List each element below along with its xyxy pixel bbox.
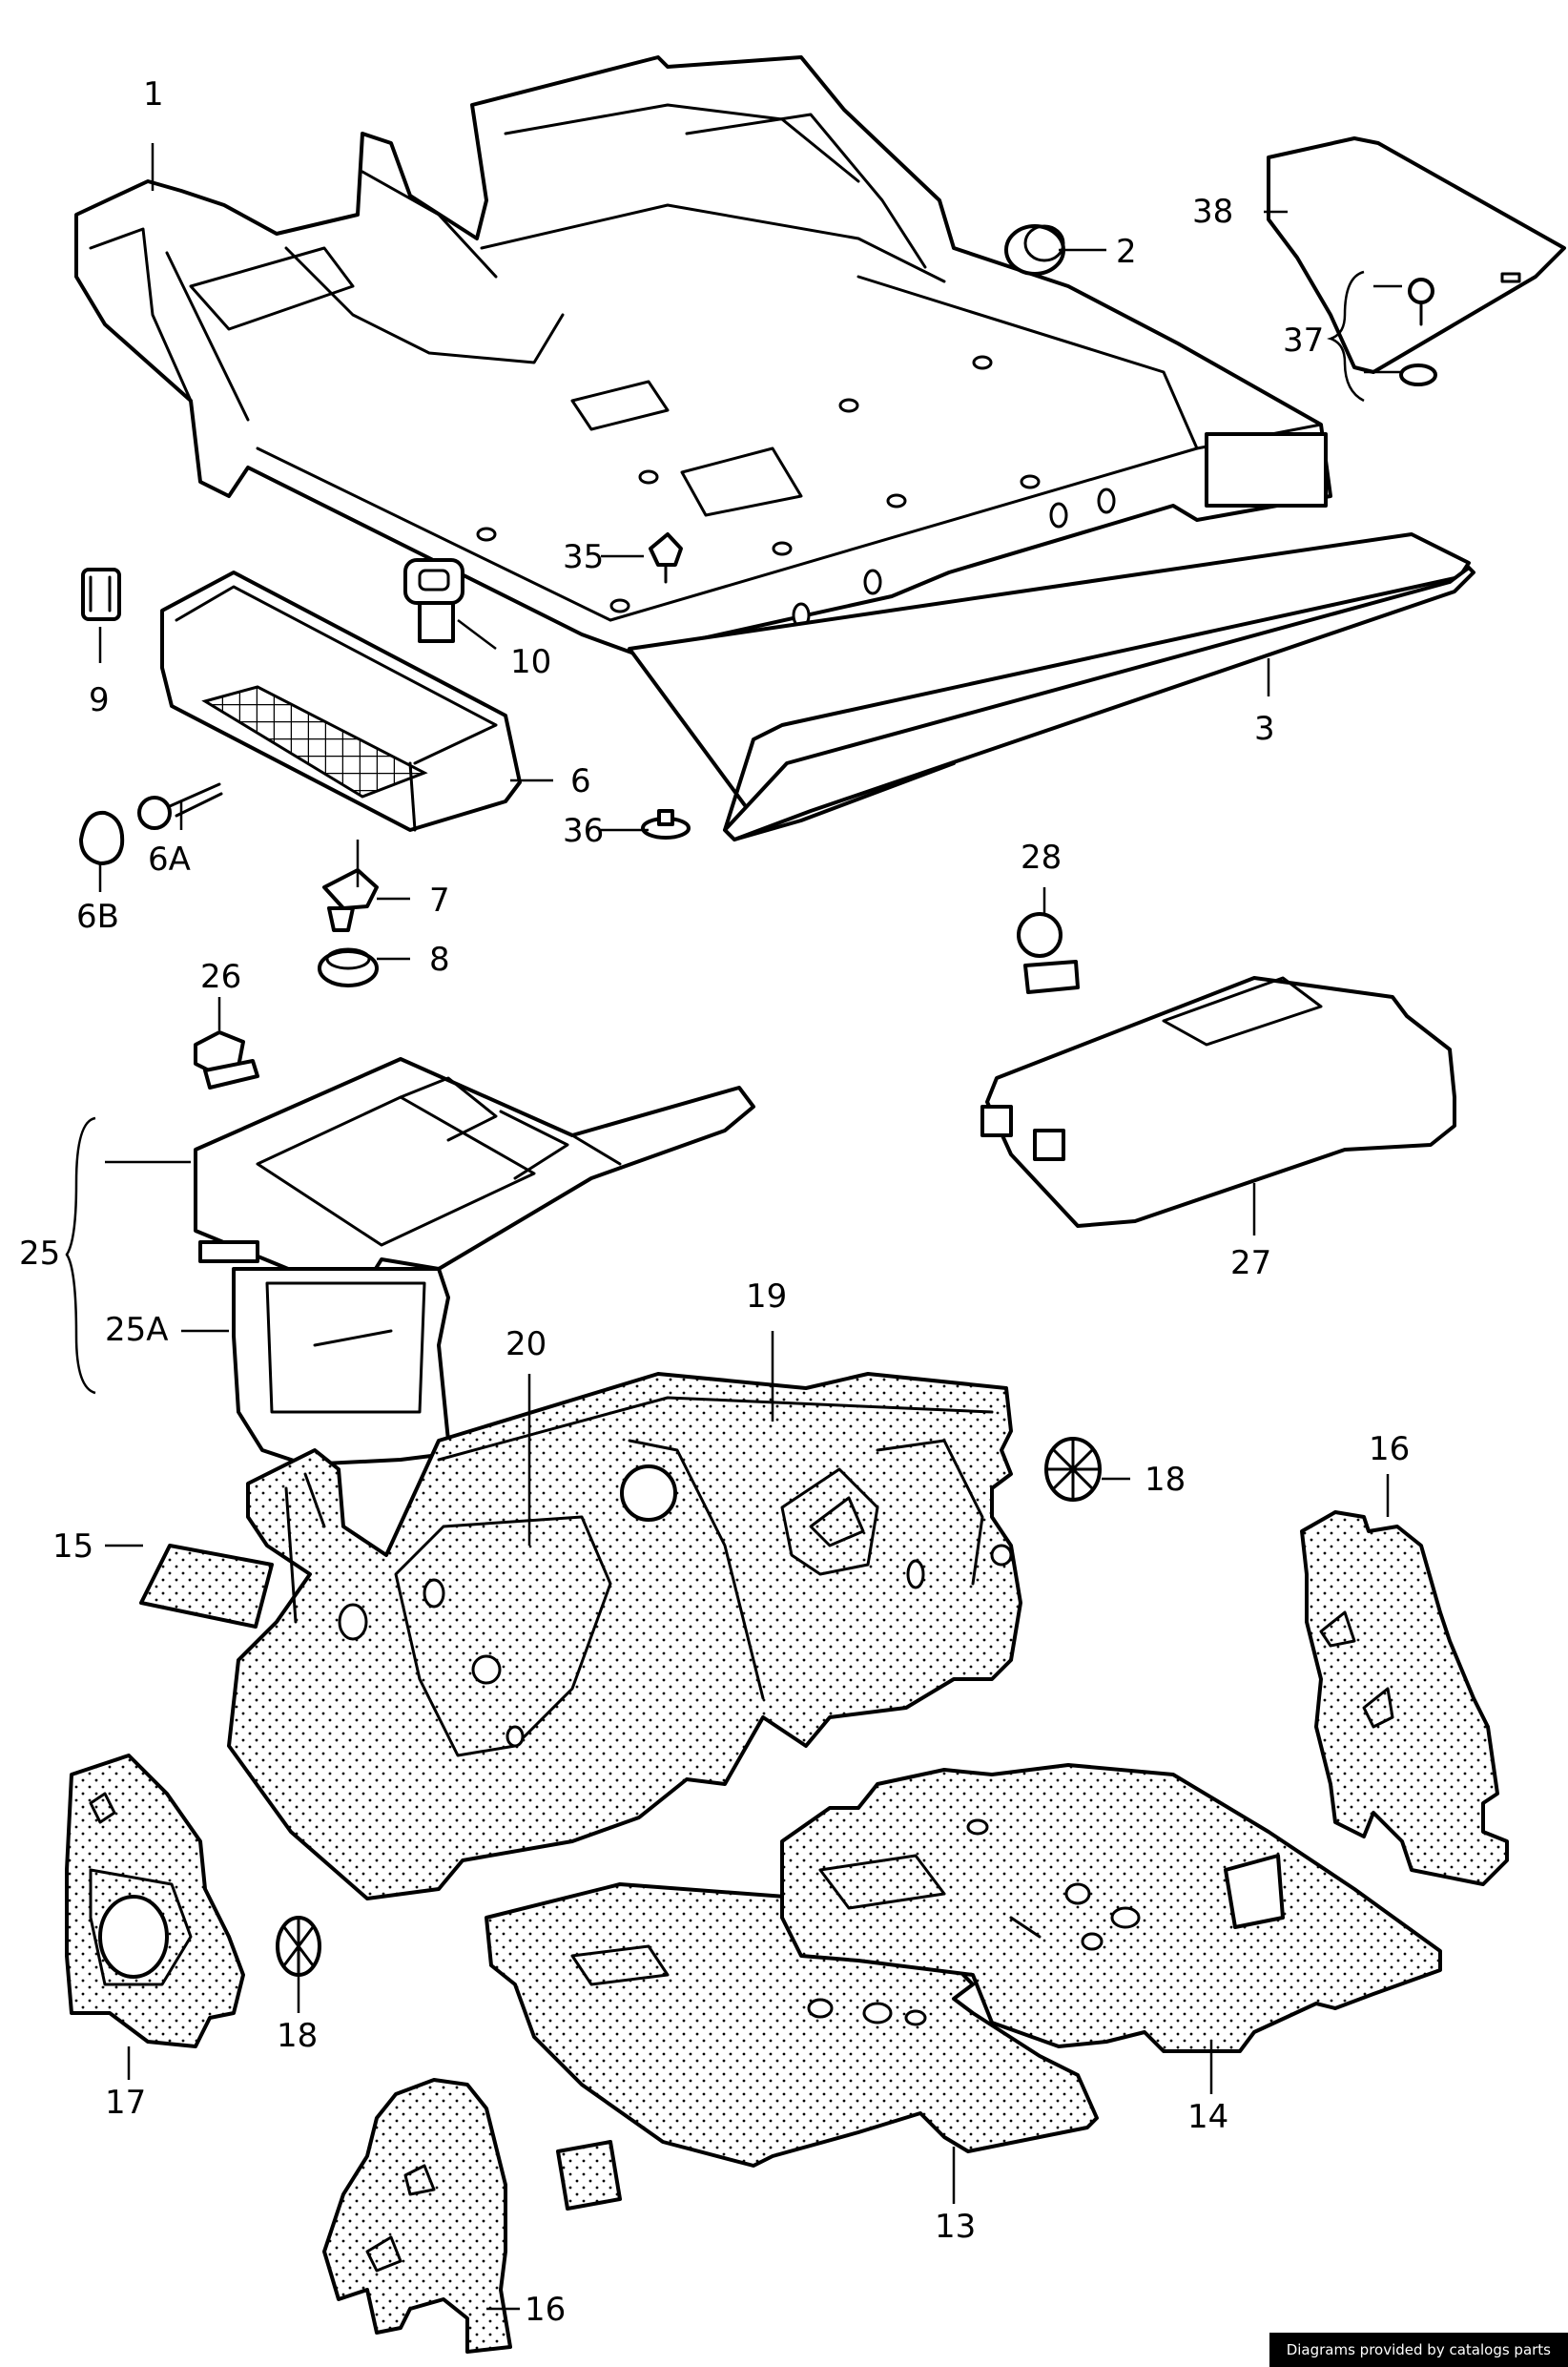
- callout-18-upper: 18: [1145, 1461, 1186, 1499]
- callout-25A: 25A: [105, 1311, 169, 1349]
- callout-26: 26: [200, 958, 241, 996]
- storage-tray: [160, 571, 522, 832]
- grommet-18-upper: [1044, 1437, 1102, 1502]
- plug-2: [1004, 224, 1065, 276]
- callout-14: 14: [1187, 2098, 1228, 2136]
- callout-labels: 1 2 3 38 37 35 36 9 10 6 6A 6B 7 8 26 28…: [19, 75, 1410, 2329]
- hinge-clip: [81, 568, 121, 621]
- grommet-10: [403, 558, 464, 643]
- callout-3: 3: [1254, 710, 1275, 748]
- side-panel-16-right: [1300, 1510, 1509, 1886]
- callout-37: 37: [1283, 322, 1324, 360]
- callout-27: 27: [1230, 1244, 1271, 1282]
- foam-block: [556, 2140, 622, 2211]
- leader-lines: [65, 143, 1402, 2311]
- foam-frame-25A: [232, 1267, 450, 1466]
- callout-7: 7: [429, 882, 450, 920]
- fastener-35: [649, 532, 683, 584]
- foam-mat-25: [194, 1057, 755, 1299]
- firewall-insulation: [227, 1372, 1022, 1900]
- callout-6B: 6B: [76, 898, 119, 936]
- callout-20: 20: [505, 1325, 547, 1363]
- clip-26: [194, 1030, 259, 1090]
- callout-19: 19: [746, 1277, 787, 1316]
- sill-cover-strip: [723, 566, 1475, 841]
- grommet-18-lower: [276, 1916, 321, 1977]
- callout-25: 25: [19, 1235, 60, 1273]
- callout-38: 38: [1192, 193, 1233, 231]
- clip-7: [322, 868, 379, 932]
- callout-18-lower: 18: [277, 2017, 318, 2055]
- grommet-8: [318, 947, 379, 987]
- side-panel-17: [65, 1754, 245, 2048]
- footer-credit: Diagrams provided by catalogs parts: [1269, 2333, 1568, 2367]
- callout-9: 9: [89, 681, 110, 719]
- callout-16-upper: 16: [1369, 1430, 1410, 1468]
- callout-13: 13: [935, 2208, 976, 2246]
- callout-35: 35: [563, 538, 604, 576]
- side-panel-16-left: [322, 2078, 512, 2354]
- callout-16-lower: 16: [525, 2291, 566, 2329]
- floor-pan: [74, 55, 1332, 655]
- floor-holes: [476, 355, 1116, 629]
- callout-1: 1: [143, 75, 164, 114]
- callout-15: 15: [52, 1527, 93, 1566]
- callout-8: 8: [429, 941, 450, 979]
- cap-6B: [79, 810, 125, 865]
- floor-insulation-14: [780, 1763, 1442, 2053]
- callout-6A: 6A: [148, 841, 191, 879]
- insulation-board-27: [980, 976, 1456, 1228]
- clip-28: [1017, 912, 1080, 994]
- callout-10: 10: [510, 643, 551, 681]
- screw-6A: [137, 782, 223, 830]
- callout-36: 36: [563, 812, 604, 850]
- foam-pad-15: [139, 1544, 274, 1629]
- callout-17: 17: [105, 2084, 146, 2122]
- callout-2: 2: [1116, 233, 1137, 271]
- callout-6: 6: [570, 762, 591, 800]
- callout-28: 28: [1021, 839, 1062, 877]
- washer-36: [641, 809, 691, 840]
